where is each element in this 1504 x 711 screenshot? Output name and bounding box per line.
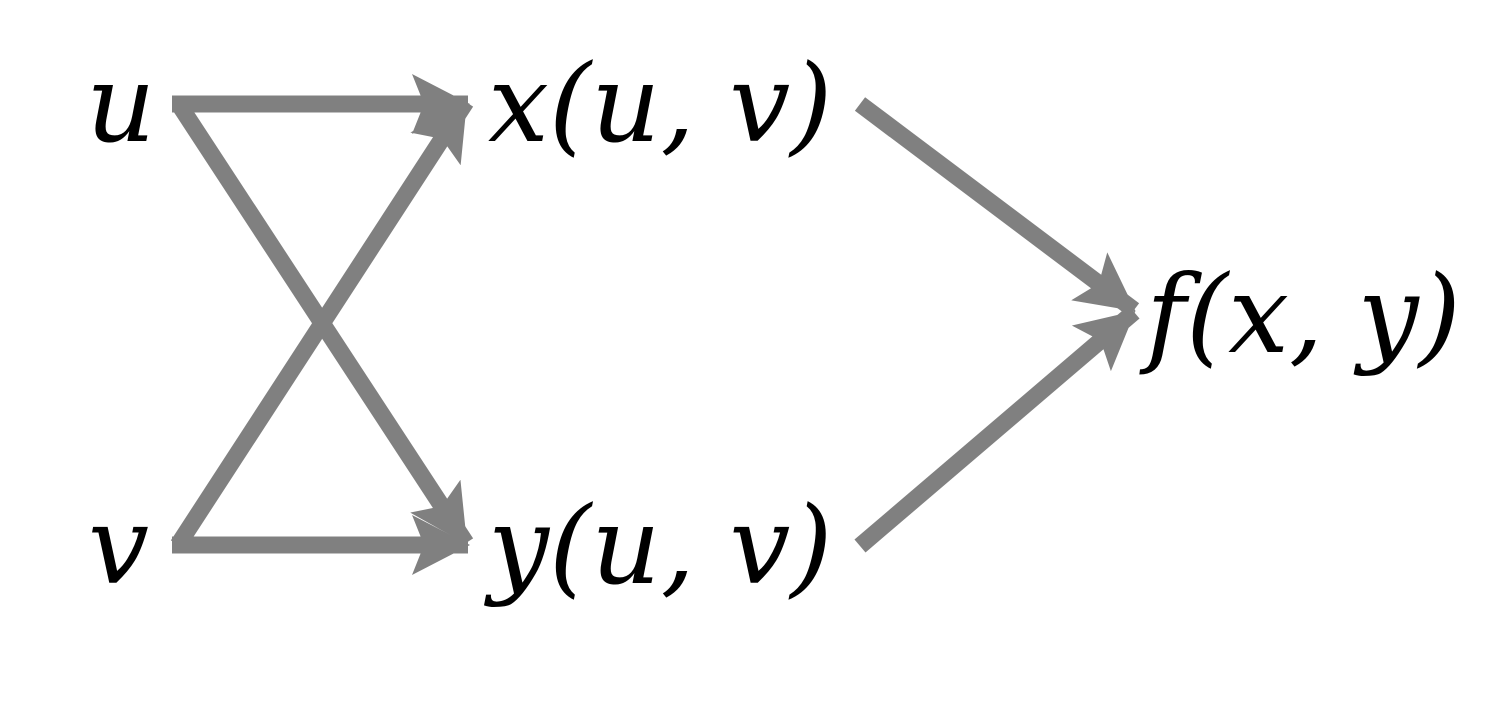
node-labels-group: u v x(u, v) y(u, v) f(x, y): [86, 42, 1461, 609]
edge-y-to-f-arrow: [854, 305, 1140, 553]
node-x-label: x(u, v): [488, 42, 832, 167]
node-f-label: f(x, y): [1139, 253, 1461, 378]
edges-group: [170, 74, 1140, 575]
node-v-label: v: [88, 484, 149, 609]
node-u-label: u: [86, 42, 156, 167]
node-y-label: y(u, v): [483, 484, 833, 609]
edge-v-to-x-arrow: [170, 97, 474, 550]
edge-x-to-f-arrow: [854, 97, 1140, 317]
